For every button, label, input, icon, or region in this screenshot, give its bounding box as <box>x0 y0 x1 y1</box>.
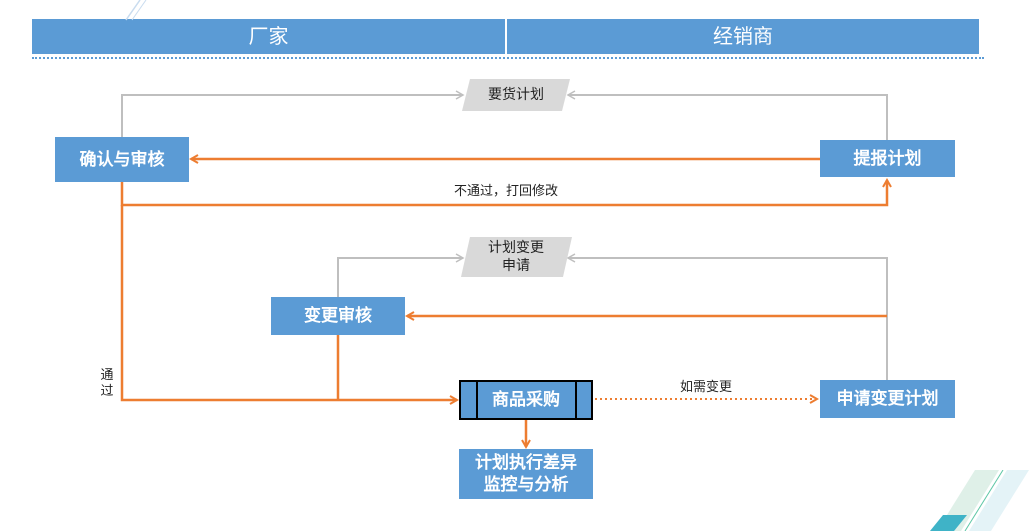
decor-slash-top <box>125 0 147 21</box>
node-monitor-line2: 监控与分析 <box>483 475 569 495</box>
node-confirm-review: 确认与审核 <box>55 137 189 182</box>
gray-line-submit-to-demand <box>566 90 888 140</box>
node-submit-plan: 提报计划 <box>820 140 955 177</box>
header-divider <box>32 57 984 59</box>
node-apply-change-plan: 申请变更计划 <box>820 380 955 418</box>
label-demand-plan-text: 要货计划 <box>488 87 544 103</box>
parallelogram-plan-change <box>461 237 572 277</box>
purchase-inner-bar-right <box>575 380 577 420</box>
node-change-review: 变更审核 <box>271 297 405 335</box>
header-dealer: 经销商 <box>507 19 979 54</box>
label-plan-change-line1: 计划变更 <box>488 240 544 256</box>
parallelogram-demand-plan <box>462 79 570 111</box>
label-passed: 通 过 <box>99 368 115 400</box>
node-monitor-line1: 计划执行差异 <box>475 453 577 473</box>
label-plan-change-line2: 申请 <box>502 258 530 274</box>
purchase-inner-bar-left <box>476 380 478 420</box>
node-monitor-analysis: 计划执行差异 监控与分析 <box>459 449 593 499</box>
gray-line-review-to-change <box>337 253 465 297</box>
label-rejected: 不通过，打回修改 <box>454 184 559 199</box>
node-goods-purchase: 商品采购 <box>459 380 593 420</box>
label-passed-line1: 通 <box>100 368 114 383</box>
decor-slash-bottom <box>930 470 1029 531</box>
label-if-change: 如需变更 <box>680 380 733 395</box>
arrow-passed-to-purchase <box>120 205 457 400</box>
label-passed-line2: 过 <box>100 384 114 399</box>
arrow-rejected <box>120 180 887 207</box>
gray-line-confirm-to-demand <box>121 90 465 140</box>
gray-line-apply-to-change <box>566 253 888 380</box>
label-demand-plan: 要货计划 <box>462 79 570 111</box>
header-manufacturer: 厂家 <box>32 19 505 54</box>
node-goods-purchase-label: 商品采购 <box>492 390 560 410</box>
label-plan-change: 计划变更 申请 <box>462 237 570 277</box>
